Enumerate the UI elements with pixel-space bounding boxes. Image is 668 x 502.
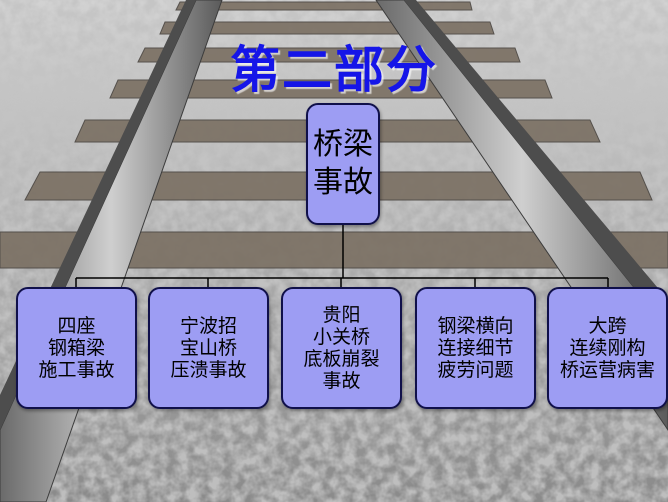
child-node-label: 大跨 连续刚构 桥运营病害	[559, 315, 655, 381]
child-node-3: 贵阳 小关桥 底板崩裂 事故	[281, 287, 402, 409]
child-node-2: 宁波招 宝山桥 压溃事故	[148, 287, 269, 409]
child-node-label: 宁波招 宝山桥 压溃事故	[170, 315, 247, 381]
child-node-4: 钢梁横向 连接细节 疲劳问题	[415, 287, 536, 409]
child-node-1: 四座 钢箱梁 施工事故	[16, 287, 137, 409]
root-node-bridge-accidents: 桥梁 事故	[306, 103, 380, 225]
child-node-5: 大跨 连续刚构 桥运营病害	[547, 287, 668, 409]
child-node-label: 四座 钢箱梁 施工事故	[38, 315, 115, 381]
page-title: 第二部分	[230, 41, 438, 99]
child-node-label: 钢梁横向 连接细节 疲劳问题	[437, 315, 514, 381]
child-node-label: 贵阳 小关桥 底板崩裂 事故	[303, 304, 380, 392]
root-node-label: 桥梁 事故	[313, 127, 373, 200]
